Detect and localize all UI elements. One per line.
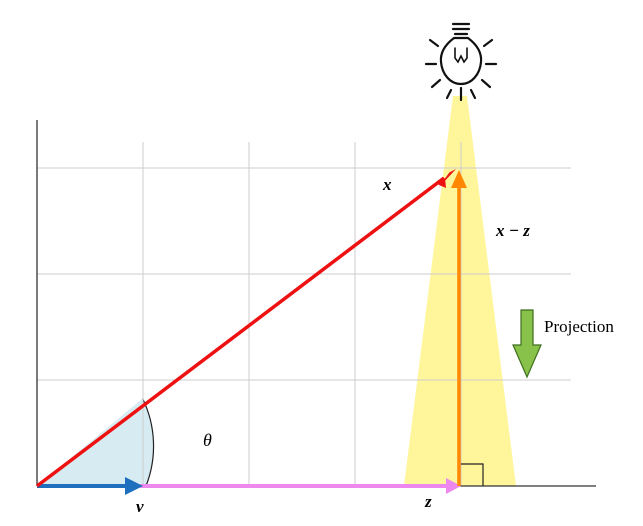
x-vector-line — [35, 176, 446, 488]
angle-arc — [142, 398, 155, 487]
x-label: x — [382, 175, 392, 194]
x-vector-head-fill — [437, 168, 458, 188]
x-minus-z-vector-head — [451, 170, 467, 188]
projection-label: Projection — [544, 317, 614, 336]
down-arrow-icon — [512, 309, 542, 379]
theta-label: θ — [203, 430, 212, 450]
x-vector-head — [438, 169, 456, 188]
light-bulb-icon — [424, 22, 498, 102]
v-label: v — [136, 497, 144, 516]
right-angle-marker — [461, 463, 484, 486]
z-label: z — [424, 492, 432, 511]
v-vector-head — [125, 477, 143, 495]
z-vector-head — [446, 478, 461, 494]
grid — [37, 142, 571, 486]
x-minus-z-label: x − z — [495, 221, 530, 240]
